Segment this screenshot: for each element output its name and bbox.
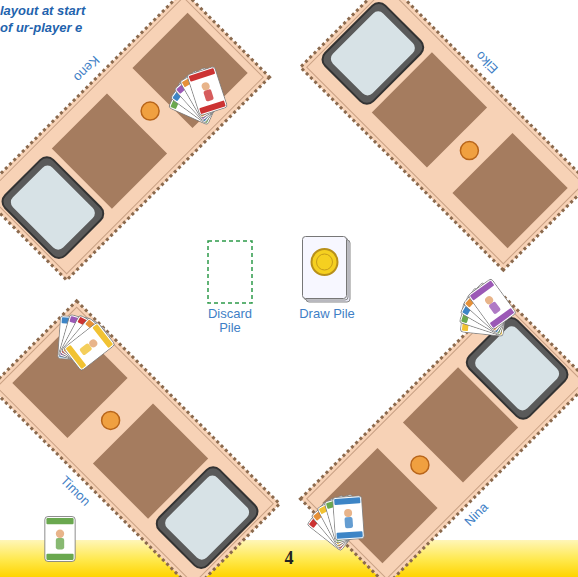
tv-screen bbox=[162, 472, 252, 562]
tv-frame bbox=[153, 463, 261, 571]
top-card bbox=[303, 237, 347, 299]
discard-pile: Discard Pile bbox=[198, 240, 262, 335]
tv-frame bbox=[0, 153, 107, 261]
coin-ring bbox=[317, 254, 333, 270]
tv-screen bbox=[328, 8, 418, 98]
board-emblem bbox=[137, 98, 162, 123]
tv-frame bbox=[463, 314, 571, 422]
dashed-box bbox=[208, 241, 252, 303]
board-inner-border bbox=[0, 307, 273, 577]
board-base bbox=[300, 295, 578, 577]
player-board: Timon bbox=[0, 298, 282, 577]
discard-outline bbox=[207, 240, 253, 304]
player-board: Keno bbox=[0, 0, 272, 282]
board-base bbox=[0, 300, 280, 577]
player-board: Nina bbox=[298, 293, 578, 577]
tv-frame bbox=[319, 0, 427, 107]
draw-stack bbox=[302, 236, 352, 304]
board-field bbox=[322, 447, 437, 562]
board-inner-border bbox=[0, 0, 263, 273]
board-base bbox=[0, 0, 270, 280]
pile-label: Draw Pile bbox=[295, 307, 359, 321]
board-base bbox=[300, 0, 578, 270]
board-field bbox=[132, 12, 247, 127]
player-board-shape bbox=[298, 0, 578, 272]
player-board: Eiko bbox=[298, 0, 578, 272]
player-board-shape bbox=[0, 298, 282, 577]
coin bbox=[312, 249, 338, 275]
board-emblem bbox=[407, 452, 432, 477]
board-inner-border bbox=[307, 0, 578, 263]
pile-label: Discard Pile bbox=[198, 307, 262, 335]
player-board-shape bbox=[298, 293, 578, 577]
player-board-shape bbox=[0, 0, 272, 282]
figure-caption: layout at start of ur-player e bbox=[0, 2, 92, 36]
tv-screen bbox=[472, 323, 562, 413]
board-emblem bbox=[457, 137, 482, 162]
page-number: 4 bbox=[270, 548, 308, 569]
board-field bbox=[452, 132, 567, 247]
tv-screen bbox=[8, 162, 98, 252]
single-card bbox=[45, 517, 75, 562]
draw-pile: Draw Pile bbox=[295, 236, 359, 321]
board-field bbox=[12, 322, 127, 437]
board-inner-border bbox=[307, 302, 578, 577]
board-emblem bbox=[98, 407, 123, 432]
